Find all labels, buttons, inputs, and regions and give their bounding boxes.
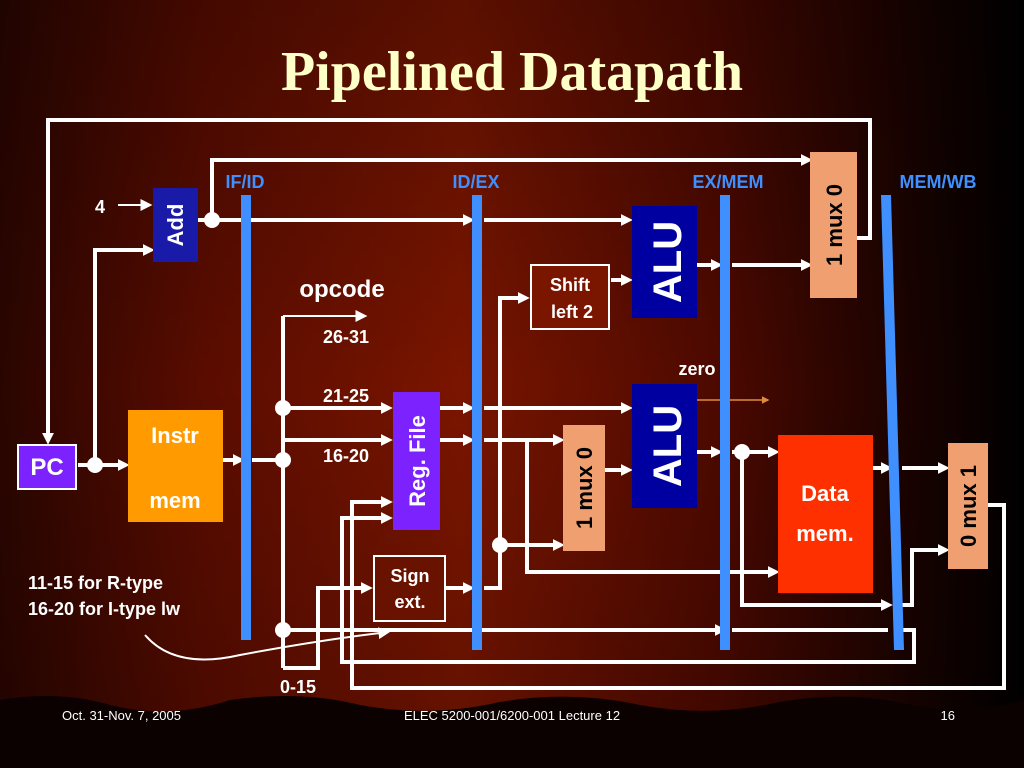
pc-box xyxy=(17,444,77,490)
footer-band xyxy=(0,696,1024,768)
stage-label-idex: ID/EX xyxy=(452,172,499,192)
slide-title: Pipelined Datapath xyxy=(281,41,743,103)
sign-ext-label-line2: ext. xyxy=(394,592,425,612)
alu-branch-label: ALU xyxy=(646,221,690,303)
mux-wb-box xyxy=(948,443,988,569)
note-line1: 11-15 for R-type xyxy=(28,573,163,593)
wire-write-reg-back xyxy=(340,512,916,664)
pipeline-register-exmem xyxy=(720,195,730,650)
add-box xyxy=(153,188,198,262)
mux-pc-label: 1 mux 0 xyxy=(822,184,847,266)
alu-main-box xyxy=(632,384,697,508)
pipeline-register-memwb xyxy=(881,195,904,650)
bits-21-25-label: 21-25 xyxy=(323,386,369,406)
stage-label-memwb: MEM/WB xyxy=(900,172,977,192)
footer-course: ELEC 5200-001/6200-001 Lecture 12 xyxy=(404,708,620,723)
junction-ifid xyxy=(275,452,291,468)
sign-ext-inner xyxy=(375,557,444,620)
pipeline-register-idex xyxy=(472,195,482,650)
reg-file-label: Reg. File xyxy=(405,415,430,507)
bits-16-20-label: 16-20 xyxy=(323,446,369,466)
wire-imm-shift xyxy=(484,292,530,590)
instr-mem-label-line1: Instr xyxy=(151,423,199,448)
instr-mem-label-line2: mem xyxy=(149,488,200,513)
sign-ext-label-line1: Sign xyxy=(391,566,430,586)
alu-main-label: ALU xyxy=(646,405,690,487)
pc-label: PC xyxy=(30,454,63,481)
junction-add xyxy=(204,212,220,228)
data-mem-label-line2: mem. xyxy=(796,521,853,546)
stage-label-exmem: EX/MEM xyxy=(692,172,763,192)
note-pointer xyxy=(144,627,391,661)
instr-mem-box xyxy=(128,410,223,522)
mux-alusrc-label: 1 mux 0 xyxy=(572,447,597,529)
shift-left-label-line2: left 2 xyxy=(551,302,593,322)
zero-label: zero xyxy=(678,359,715,379)
opcode-label: opcode xyxy=(299,276,384,303)
reg-file-box xyxy=(393,392,440,530)
add-label: Add xyxy=(163,204,188,247)
shift-left-inner xyxy=(532,266,608,328)
data-mem-label-line1: Data xyxy=(801,481,849,506)
four-label: 4 xyxy=(95,197,105,217)
bits-26-31-label: 26-31 xyxy=(323,327,369,347)
footer-date: Oct. 31-Nov. 7, 2005 xyxy=(62,708,181,723)
wire-B-forward xyxy=(525,440,745,574)
junction-alu-res xyxy=(734,444,750,460)
mux-wb-label: 0 mux 1 xyxy=(956,465,981,547)
wire-pc-feedback xyxy=(42,118,872,445)
note-line2: 16-20 for I-type lw xyxy=(28,599,181,619)
wire-pc-to-add xyxy=(93,244,155,465)
junction-rd xyxy=(275,622,291,638)
pipeline-register-ifid xyxy=(241,195,251,640)
junction-imm xyxy=(492,537,508,553)
junction-pc xyxy=(87,457,103,473)
junctions xyxy=(87,212,750,638)
mux-alusrc-box xyxy=(563,425,605,551)
stage-label-ifid: IF/ID xyxy=(226,172,265,192)
footer-page-number: 16 xyxy=(941,708,955,723)
wire-addr-bypass xyxy=(740,452,893,611)
mux-pc-box xyxy=(810,152,857,298)
data-mem-box xyxy=(778,435,873,593)
alu-branch-box xyxy=(632,206,697,318)
wire-writeback xyxy=(350,496,1006,690)
wire-alu-res-mux xyxy=(902,544,950,607)
pipeline-registers xyxy=(241,195,904,650)
junction-rs xyxy=(275,400,291,416)
wires xyxy=(42,118,1006,690)
shift-left-label-line1: Shift xyxy=(550,275,590,295)
bits-0-15-label: 0-15 xyxy=(280,677,316,697)
